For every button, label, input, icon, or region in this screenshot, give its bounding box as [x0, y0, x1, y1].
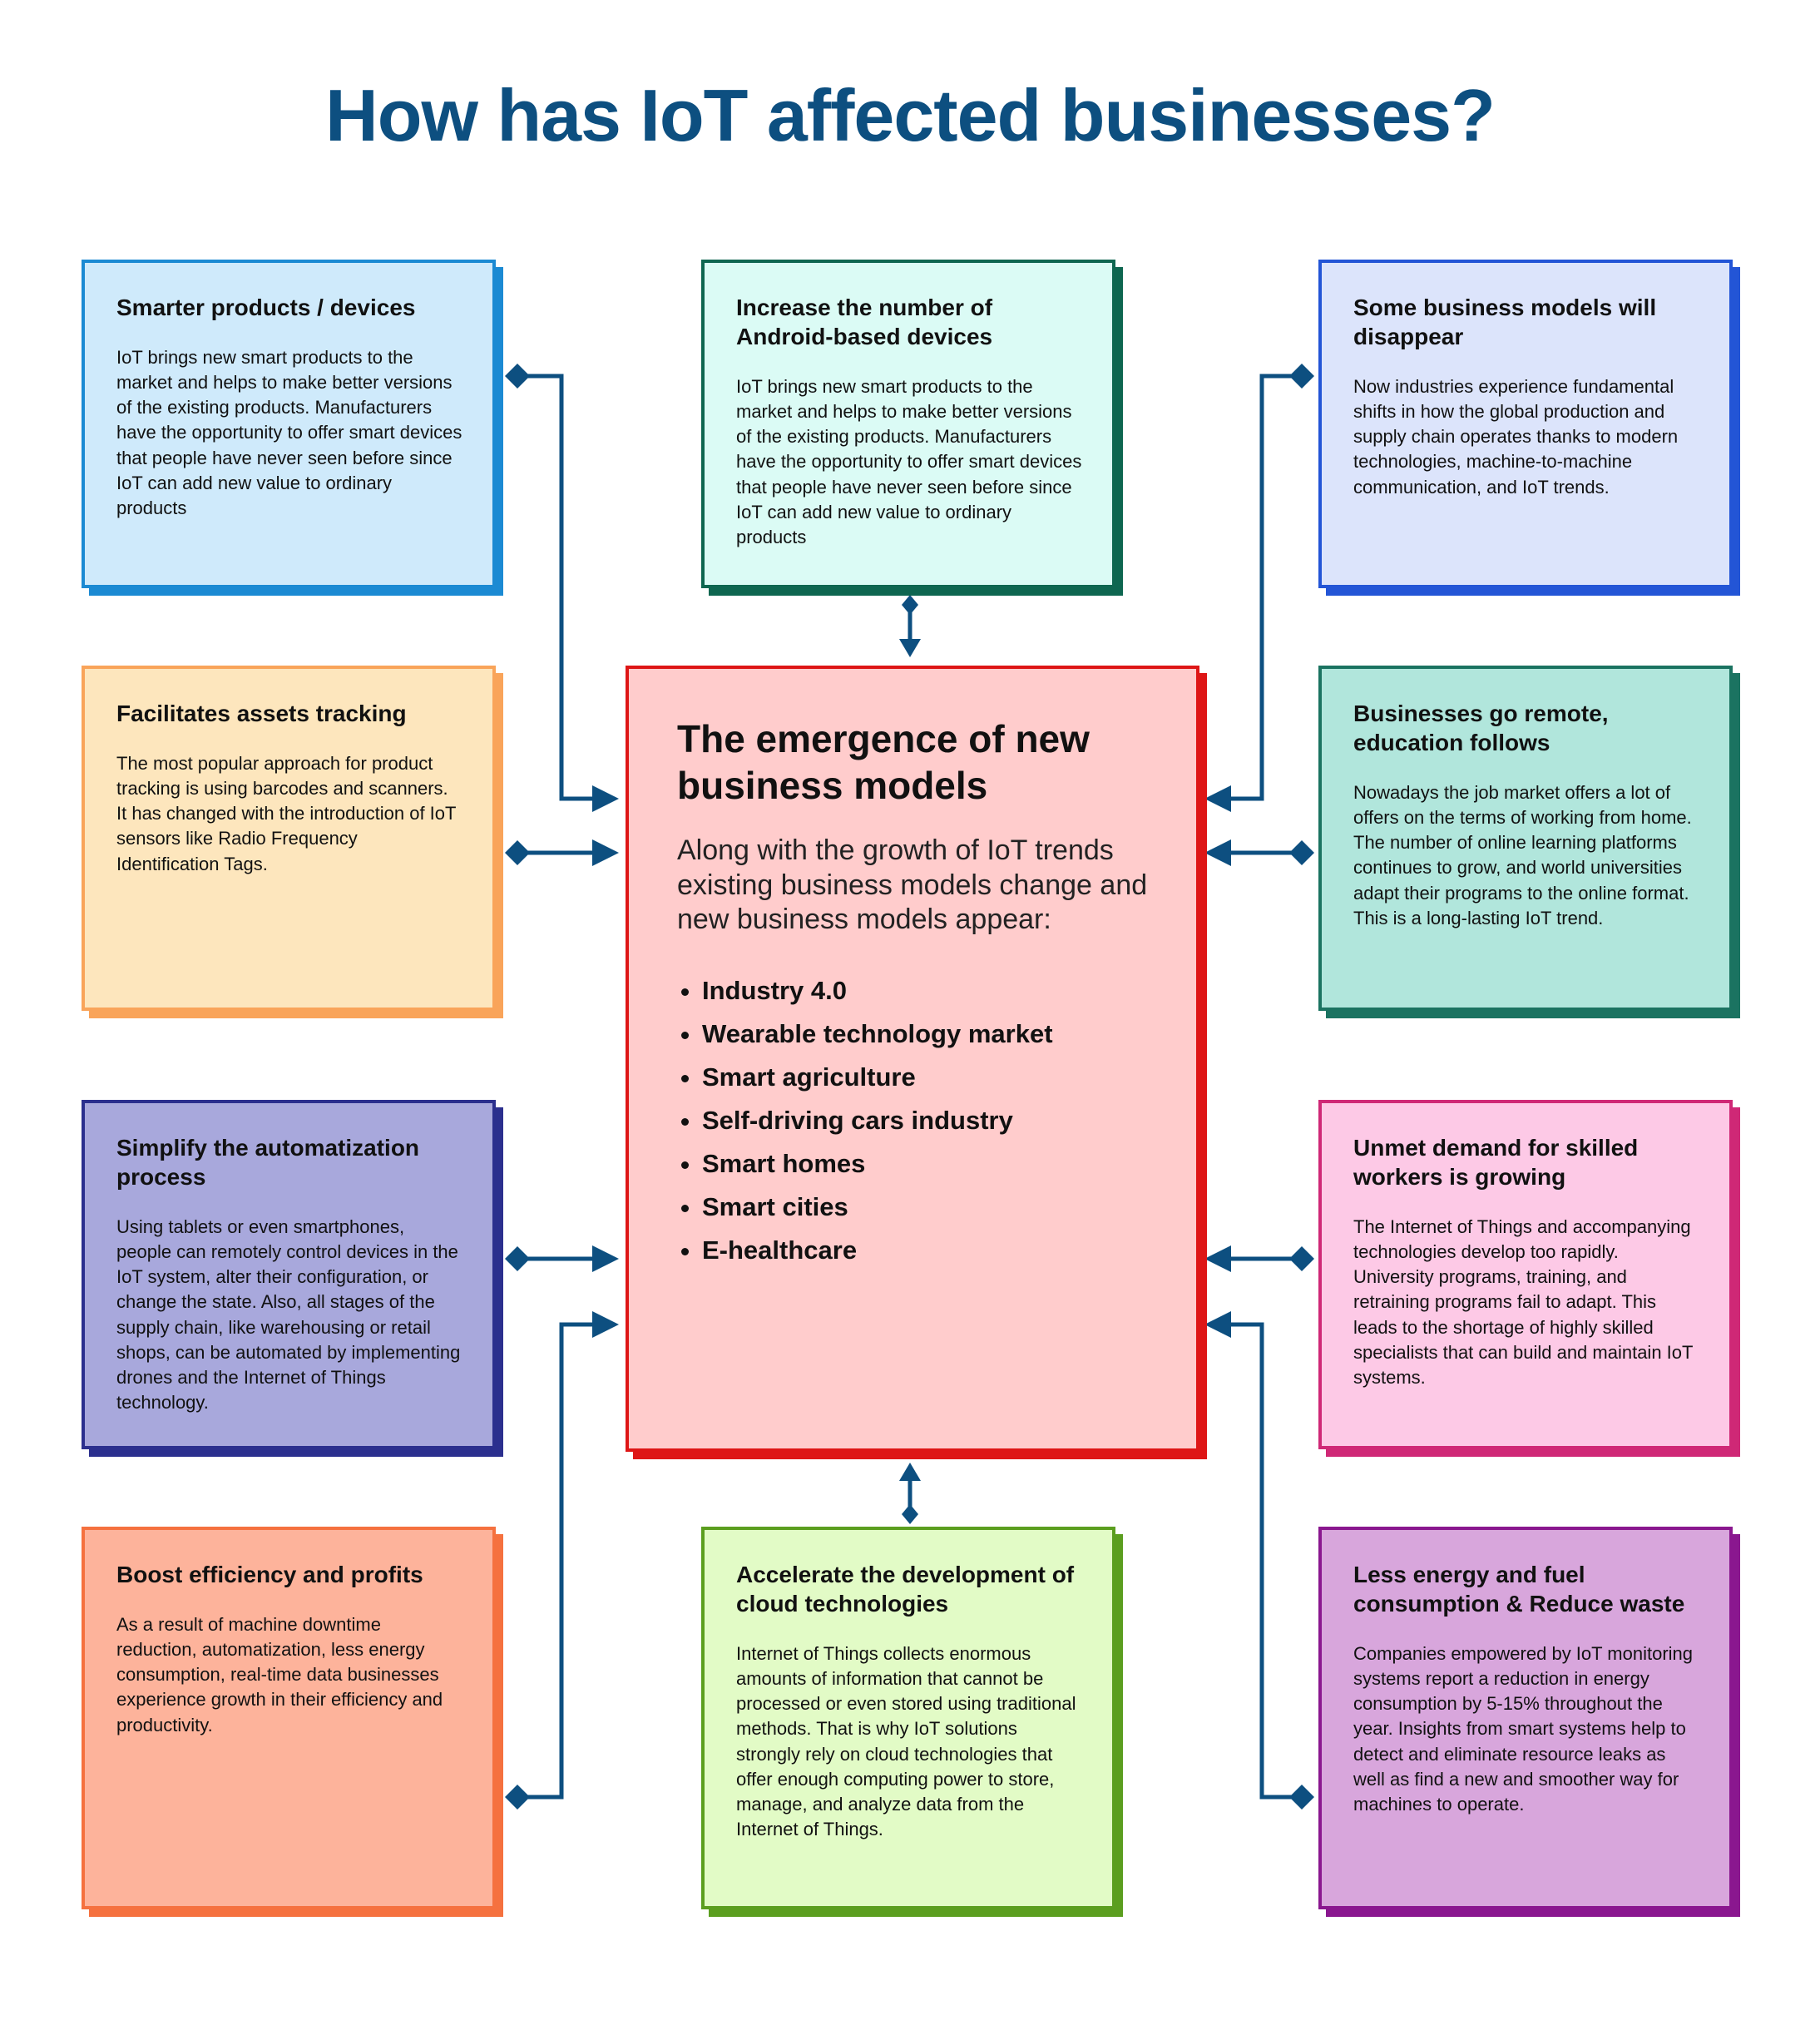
card-title: Unmet demand for skilled workers is grow… [1353, 1135, 1639, 1190]
diamond-energy [1289, 1785, 1314, 1810]
arrow-business-models [1204, 785, 1231, 812]
center-lead: Along with the growth of IoT trends exis… [677, 834, 1148, 936]
page-title: How has IoT affected businesses? [325, 74, 1496, 156]
diamond-business-models [1289, 364, 1314, 389]
card-text: Internet of Things collects enormous amo… [736, 1643, 1076, 1839]
connector-smarter-products [517, 374, 607, 801]
card-text: IoT brings new smart products to the mar… [116, 347, 462, 518]
card-skilled-workers: Unmet demand for skilled workers is grow… [1318, 1100, 1733, 1449]
card-title: Increase the number of Android-based dev… [736, 295, 993, 349]
card-text: Using tablets or even smartphones, peopl… [116, 1216, 461, 1413]
card-energy: Less energy and fuel consumption & Reduc… [1318, 1527, 1733, 1909]
arrow-go-remote [1204, 839, 1231, 866]
arrow-energy [1204, 1311, 1231, 1338]
arrow-efficiency [592, 1311, 619, 1338]
card-go-remote: Businesses go remote, education follows … [1318, 666, 1733, 1011]
business-models-list: Industry 4.0 Wearable technology market … [677, 978, 1166, 1263]
card-android-devices: Increase the number of Android-based dev… [701, 260, 1115, 588]
diamond-cloud [902, 1504, 918, 1524]
diamond-go-remote [1289, 840, 1314, 865]
diamond-efficiency [505, 1785, 530, 1810]
diamond-automatization [505, 1246, 530, 1271]
list-item: Wearable technology market [702, 1021, 1166, 1047]
card-text: Now industries experience fundamental sh… [1353, 376, 1679, 498]
arrow-assets-tracking [592, 839, 619, 866]
list-item: Smart cities [702, 1194, 1166, 1220]
card-cloud: Accelerate the development of cloud tech… [701, 1527, 1115, 1909]
card-text: The most popular approach for product tr… [116, 753, 457, 874]
list-item: Smart homes [702, 1151, 1166, 1176]
card-text: Nowadays the job market offers a lot of … [1353, 782, 1692, 928]
card-title: Smarter products / devices [116, 295, 416, 320]
connector-efficiency [517, 1322, 607, 1800]
arrow-cloud [899, 1463, 921, 1481]
arrow-automatization [592, 1245, 619, 1272]
card-text: Companies empowered by IoT monitoring sy… [1353, 1643, 1694, 1815]
card-text: The Internet of Things and accompanying … [1353, 1216, 1694, 1388]
card-title: Boost efficiency and profits [116, 1562, 423, 1587]
card-efficiency: Boost efficiency and profits As a result… [82, 1527, 496, 1909]
list-item: Self-driving cars industry [702, 1107, 1166, 1133]
card-title: Businesses go remote, education follows [1353, 701, 1609, 755]
card-smarter-products: Smarter products / devices IoT brings ne… [82, 260, 496, 588]
diamond-android-devices [902, 595, 918, 615]
list-item: Smart agriculture [702, 1064, 1166, 1090]
card-assets-tracking: Facilitates assets tracking The most pop… [82, 666, 496, 1011]
diamond-smarter-products [505, 364, 530, 389]
diamond-assets-tracking [505, 840, 530, 865]
card-title: Facilitates assets tracking [116, 701, 407, 726]
connector-energy [1216, 1322, 1302, 1800]
connector-business-models [1216, 374, 1302, 801]
card-title: Some business models will disappear [1353, 295, 1657, 349]
arrow-android-devices [899, 639, 921, 657]
card-automatization: Simplify the automatization process Usin… [82, 1100, 496, 1449]
list-item: E-healthcare [702, 1237, 1166, 1263]
arrow-skilled-workers [1204, 1245, 1231, 1272]
arrow-smarter-products [592, 785, 619, 812]
card-text: IoT brings new smart products to the mar… [736, 376, 1082, 547]
card-business-models-disappear: Some business models will disappear Now … [1318, 260, 1733, 588]
card-title: Simplify the automatization process [116, 1135, 420, 1190]
list-item: Industry 4.0 [702, 978, 1166, 1003]
center-title: The emergence of new business models [677, 717, 1090, 808]
diamond-skilled-workers [1289, 1246, 1314, 1271]
card-title: Accelerate the development of cloud tech… [736, 1562, 1075, 1617]
center-box: The emergence of new business models Alo… [626, 666, 1199, 1452]
card-text: As a result of machine downtime reductio… [116, 1614, 443, 1735]
card-title: Less energy and fuel consumption & Reduc… [1353, 1562, 1685, 1617]
